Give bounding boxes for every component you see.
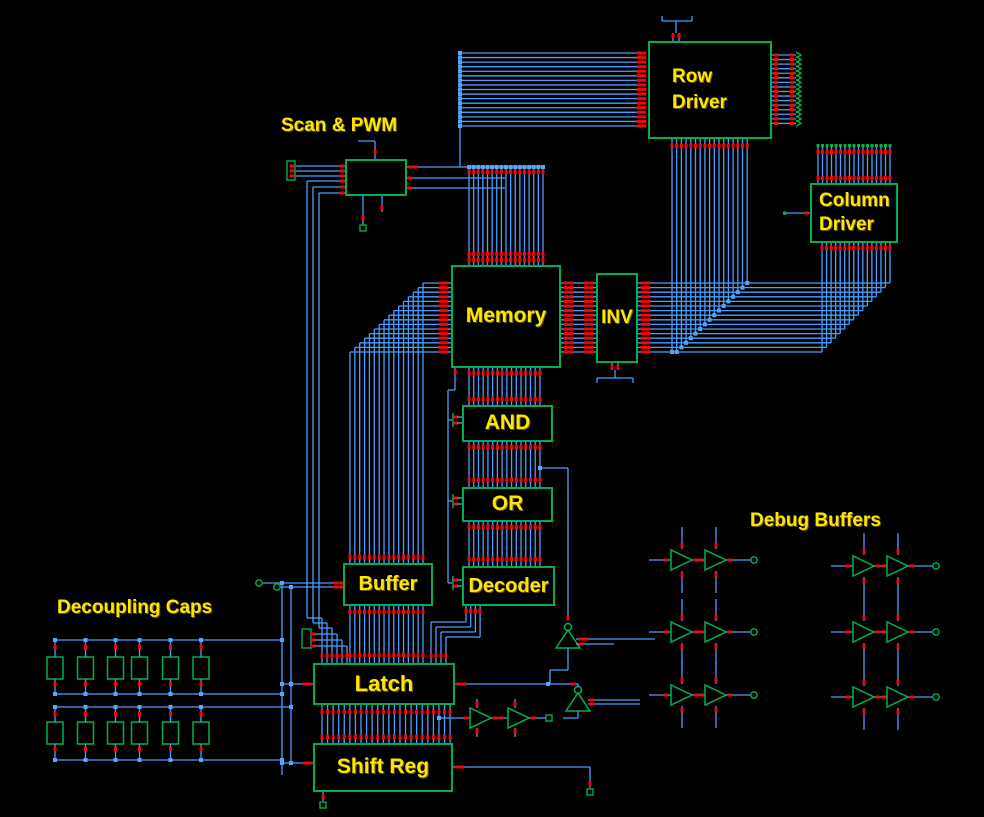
block-latch-label: Latch (354, 671, 414, 697)
block-or[interactable]: OR (462, 487, 553, 522)
block-memory[interactable]: Memory (451, 265, 561, 368)
block-column-driver-label: Column Driver (819, 190, 890, 235)
bus-decoder-latch (429, 606, 482, 663)
block-buffer-label: Buffer (358, 573, 418, 595)
decoupling-caps (46, 583, 293, 775)
block-memory-label: Memory (465, 304, 547, 328)
block-inv-label: INV (601, 307, 633, 329)
block-and-label: AND (484, 411, 531, 435)
bus-memory-buffer (348, 281, 451, 563)
block-buffer[interactable]: Buffer (343, 563, 433, 606)
bus-memory-and (447, 368, 542, 584)
bus-or-decoder (467, 522, 542, 566)
latch-inverters (549, 622, 655, 719)
latch-wires (280, 628, 578, 745)
coldriver-pins (783, 144, 892, 215)
title-debug-buffers: Debug Buffers (750, 510, 881, 531)
bus-memory-inv (561, 281, 596, 354)
title-scan-pwm: Scan & PWM (281, 115, 398, 136)
block-column-driver[interactable]: Column Driver (810, 183, 898, 243)
title-decoupling-caps: Decoupling Caps (57, 597, 213, 618)
block-inv[interactable]: INV (596, 273, 638, 363)
bus-scan-to-rowdriver (458, 51, 647, 167)
block-and[interactable]: AND (462, 405, 553, 442)
buffer-pins (255, 579, 425, 663)
block-decoder-label: Decoder (468, 574, 549, 597)
block-scan-pwm[interactable] (345, 159, 407, 196)
rowdriver-pins (661, 16, 803, 354)
block-shift-reg-label: Shift Reg (336, 755, 430, 779)
bus-inv-coldriver (596, 243, 892, 383)
block-latch[interactable]: Latch (313, 663, 455, 705)
latch-buffer-chain (437, 699, 553, 737)
block-row-driver-label: Row Driver (672, 66, 727, 113)
bus-and-or (467, 442, 570, 621)
debug-buffers (649, 527, 940, 730)
block-decoder[interactable]: Decoder (462, 566, 555, 606)
block-shift-reg[interactable]: Shift Reg (313, 743, 453, 792)
bus-memory-top (467, 165, 545, 265)
block-or-label: OR (491, 492, 524, 516)
block-row-driver[interactable]: Row Driver (648, 41, 772, 139)
left-input-brackets (452, 413, 462, 590)
